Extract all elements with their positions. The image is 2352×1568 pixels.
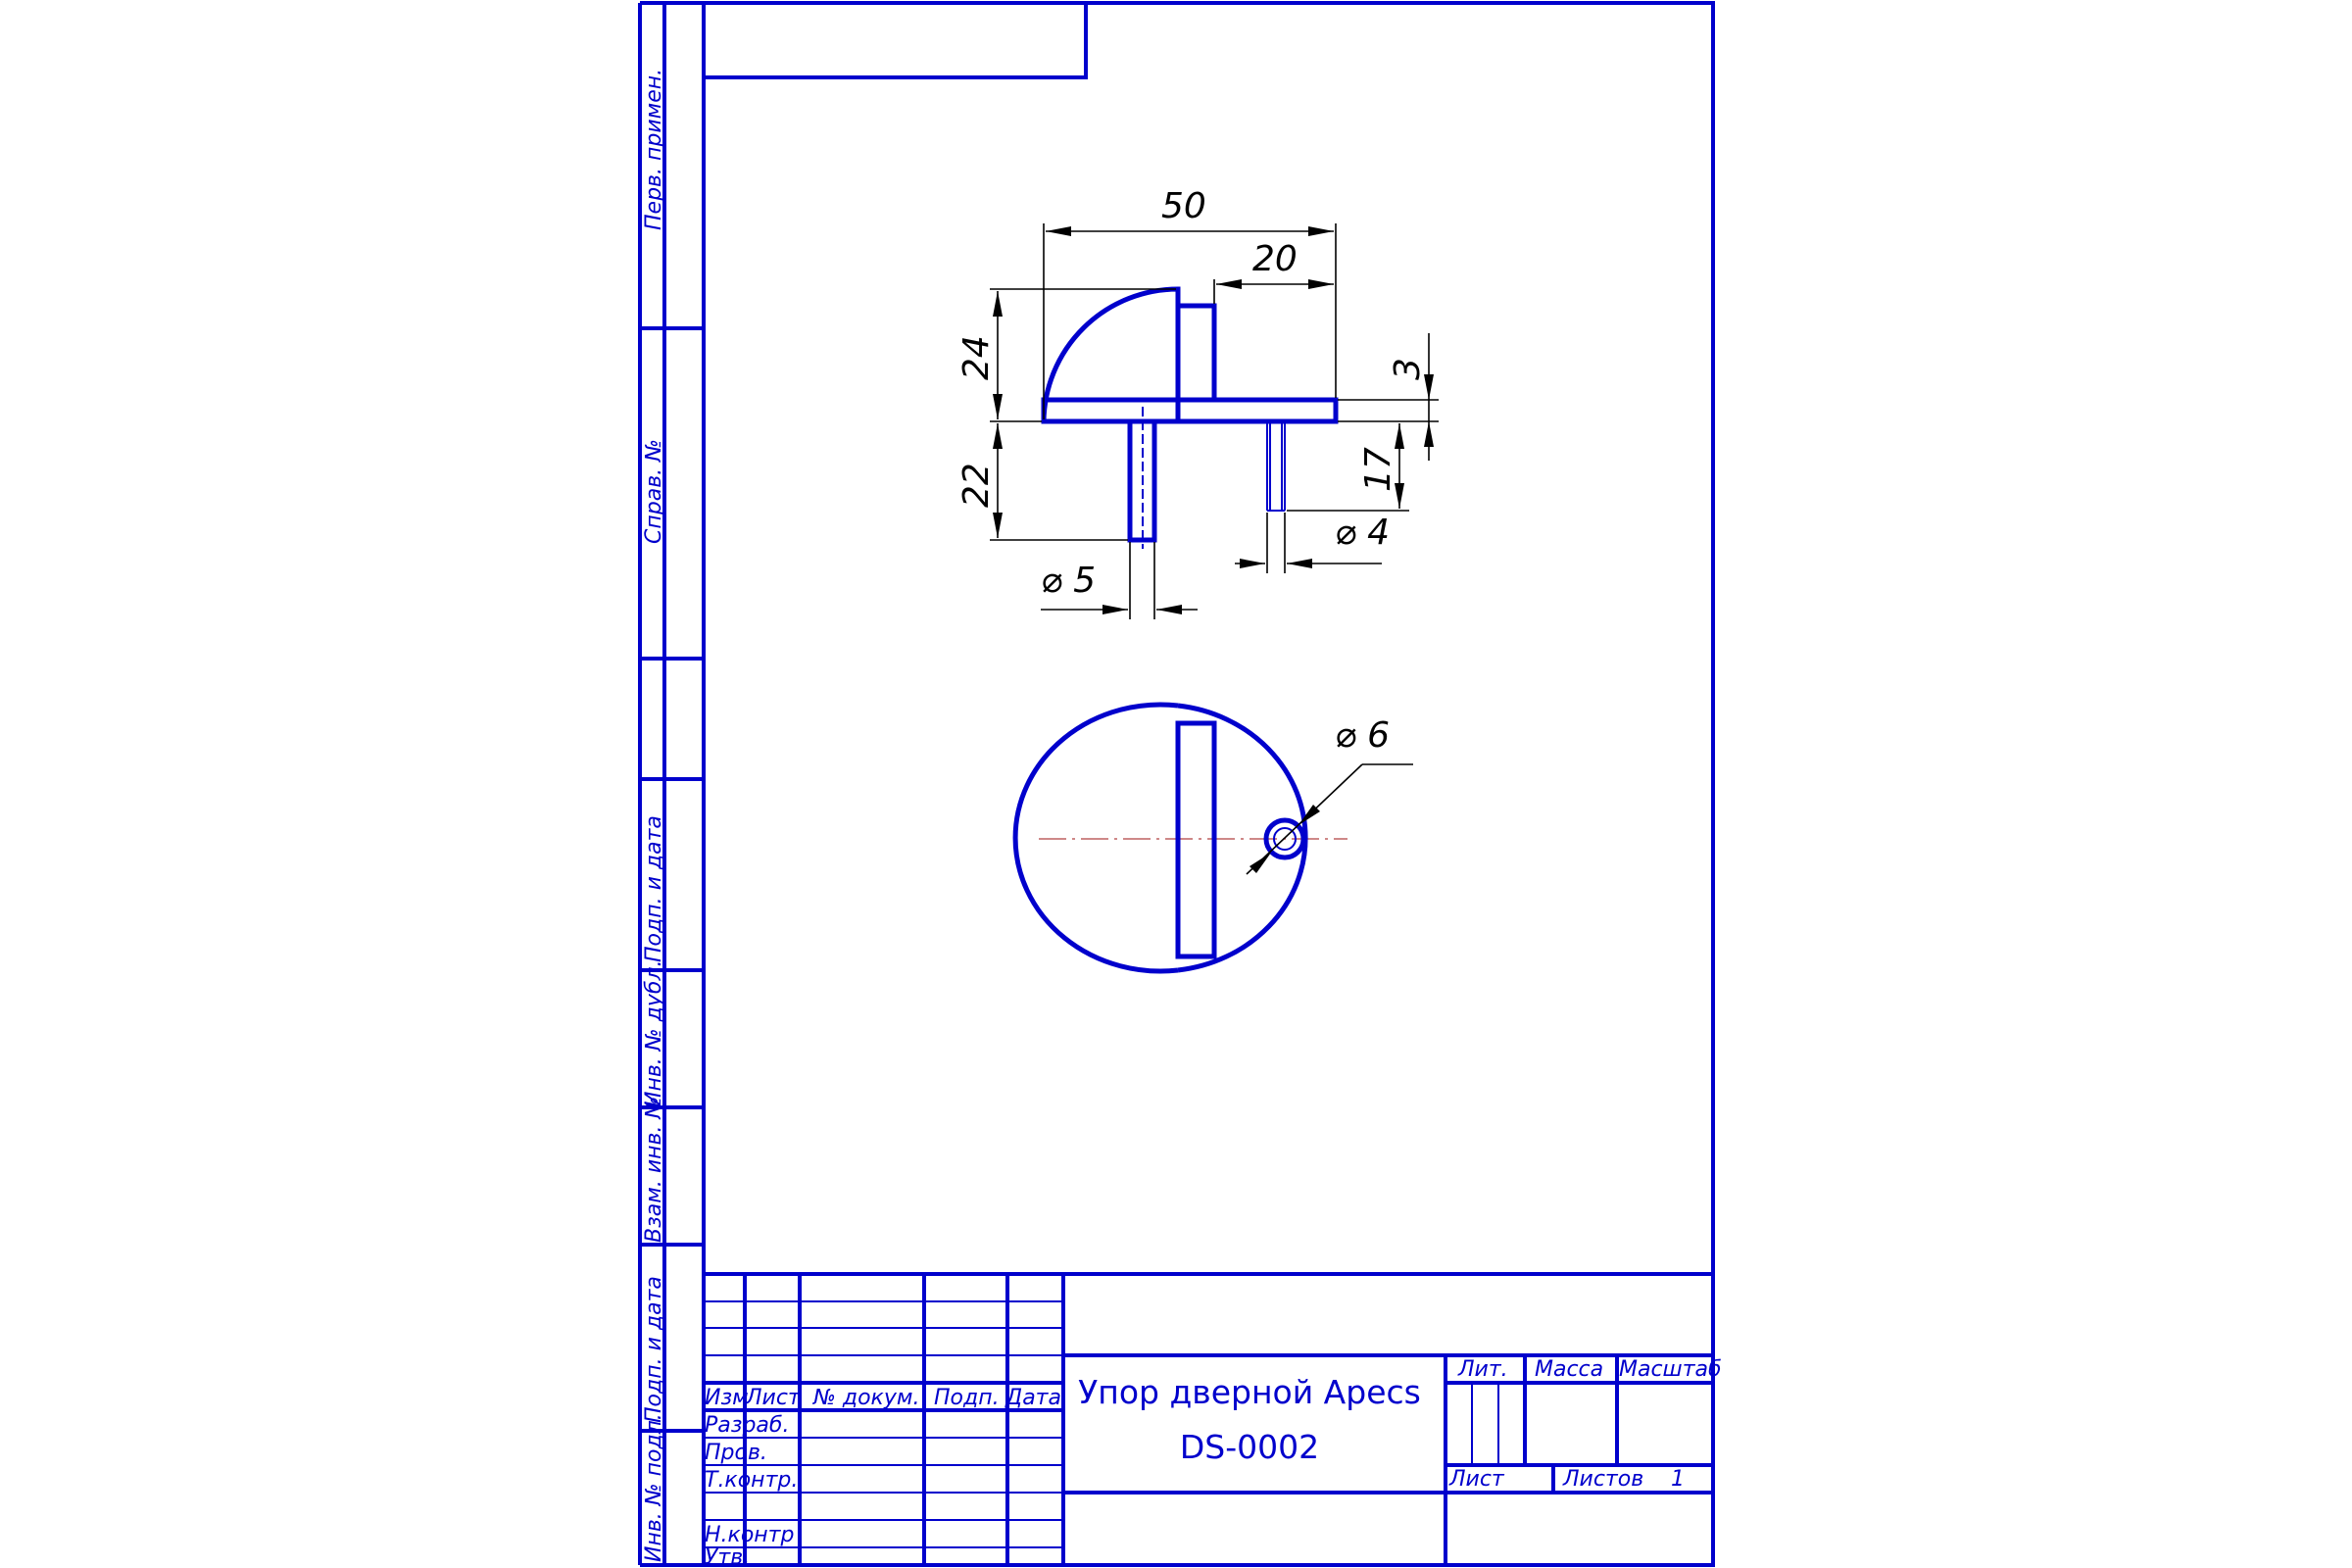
round-base-outline [1012,702,1179,974]
stopper-rounded-body [1041,286,1181,422]
front-view-dimensions: 50 20 24 22 3 17 ⌀ 4 [956,186,1439,619]
insert-slot [1175,720,1217,959]
side-label-inv-dubl: Инв. № дубл. [642,959,666,1107]
dim-height-pin: 22 [956,463,997,508]
dim-plate-thickness: 3 [1388,358,1428,380]
title-block: Изм Лист № докум. Подп. Дата Разраб. Про… [704,1272,1722,1568]
side-label-podp-data-lower: Подп. и дата [642,1276,666,1423]
role-razrab: Разраб. [705,1413,789,1438]
label-mass: Масса [1535,1357,1603,1382]
role-tkontr: Т.контр. [705,1468,798,1493]
side-label-podp-data-upper: Подп. и дата [642,815,666,962]
role-utv: Утв. [705,1545,750,1568]
dim-pin-diameter: ⌀ 5 [1041,561,1096,601]
drawing-title: Упор дверной Apecs [1078,1373,1421,1411]
screw [1266,421,1286,512]
label-sheet: Лист [1448,1467,1505,1492]
dim-top-width: 20 [1252,239,1298,279]
dim-total-width: 50 [1161,186,1206,226]
screw-hole-inner [1273,827,1297,851]
rubber-insert [1175,303,1217,403]
side-label-sprav-no: Справ. № [642,439,666,544]
header-date: Дата [1004,1386,1061,1410]
header-izm: Изм [705,1386,749,1410]
role-nkontr: Н.контр [705,1523,794,1547]
label-lit: Лит. [1457,1357,1508,1382]
dim-screw-diameter: ⌀ 4 [1335,513,1390,553]
dim-height-top: 24 [956,335,997,380]
top-view: ⌀ 6 [1012,702,1413,974]
sheet-frame [638,1,1715,1567]
header-sign: Подп. [934,1386,1000,1410]
dim-screw-length: 17 [1358,447,1398,492]
drawing-code: DS-0002 [1180,1428,1319,1466]
dim-hole-diameter: ⌀ 6 [1335,715,1390,756]
side-strip: Перв. примен. Справ. № Подп. и дата Инв.… [640,69,704,1562]
role-prov: Пров. [705,1441,767,1465]
top-stamp-box [704,3,1088,79]
side-label-perv-primen: Перв. примен. [642,69,666,230]
label-sheets: Листов [1562,1467,1643,1492]
screw-hole-outer [1263,817,1306,860]
side-label-vzam-inv: Взам. инв. № [642,1097,666,1243]
base-plate [1041,397,1339,424]
header-doc-number: № докум. [812,1386,919,1410]
sheets-count: 1 [1671,1467,1685,1492]
header-list: Лист [745,1386,802,1410]
side-label-inv-podl: Инв. № подл. [642,1413,666,1562]
label-scale: Масштаб [1619,1357,1722,1382]
